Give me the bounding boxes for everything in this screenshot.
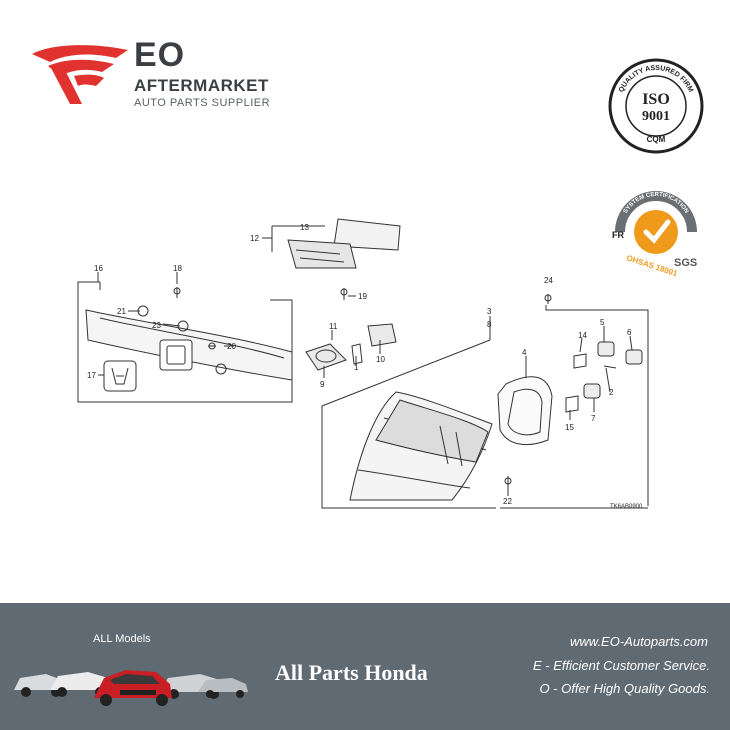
brand-tagline: AFTERMARKET xyxy=(134,76,269,95)
brand-name: EO xyxy=(134,36,186,74)
slogan-efficient: E - Efficient Customer Service. xyxy=(533,658,710,673)
eo-logo-icon xyxy=(32,45,128,104)
slogan-offer: O - Offer High Quality Goods. xyxy=(539,681,710,696)
sys-sgs-text: SGS xyxy=(674,257,697,269)
content-area: EO AFTERMARKET AUTO PARTS SUPPLIER QUALI… xyxy=(32,36,704,510)
callout-20: 20 xyxy=(227,342,236,351)
callout-18: 18 xyxy=(173,264,182,273)
iso-9001-seal-icon: QUALITY ASSURED FIRM ISO 9001 CQM xyxy=(608,58,704,154)
brand-subtitle: AUTO PARTS SUPPLIER xyxy=(134,97,271,109)
callout-9: 9 xyxy=(320,380,325,389)
callout-15: 15 xyxy=(565,423,574,432)
callout-8: 8 xyxy=(487,320,492,329)
callout-16: 16 xyxy=(94,264,103,273)
all-parts-honda-title: All Parts Honda xyxy=(275,660,428,685)
callout-6: 6 xyxy=(627,328,632,337)
iso-number-text: 9001 xyxy=(642,109,670,124)
callout-5: 5 xyxy=(600,318,605,327)
website-link[interactable]: www.EO-Autoparts.com xyxy=(570,634,708,649)
footer-banner xyxy=(0,603,730,730)
callout-11: 11 xyxy=(329,322,338,331)
callout-19: 19 xyxy=(358,292,367,301)
callout-22: 22 xyxy=(503,497,512,506)
iso-bottom-text: CQM xyxy=(647,135,666,144)
callout-3: 3 xyxy=(487,307,492,316)
honda-cars-image xyxy=(14,670,248,706)
callout-23: 23 xyxy=(152,321,161,330)
callout-13: 13 xyxy=(300,223,309,232)
callout-1: 1 xyxy=(354,363,359,372)
iso-main-text: ISO xyxy=(642,91,670,108)
all-models-label: ALL Models xyxy=(93,633,151,645)
callout-24: 24 xyxy=(544,276,553,285)
callout-2: 2 xyxy=(609,388,614,397)
callout-17: 17 xyxy=(87,371,96,380)
callout-10: 10 xyxy=(376,355,385,364)
callout-7: 7 xyxy=(591,414,596,423)
callout-14: 14 xyxy=(578,331,587,340)
sys-fr-text: FR xyxy=(612,230,624,240)
parts-diagram: 16 18 21 23 20 17 12 13 19 11 1 10 9 3 8… xyxy=(77,218,649,510)
callout-21: 21 xyxy=(117,307,126,316)
callout-4: 4 xyxy=(522,348,527,357)
callout-12: 12 xyxy=(250,234,259,243)
ohsas-sgs-badge-icon: SYSTEM CERTIFICATION FR OHSAS 18001 SGS xyxy=(612,191,697,276)
diagram-code: TK6AB0900 xyxy=(610,504,643,510)
